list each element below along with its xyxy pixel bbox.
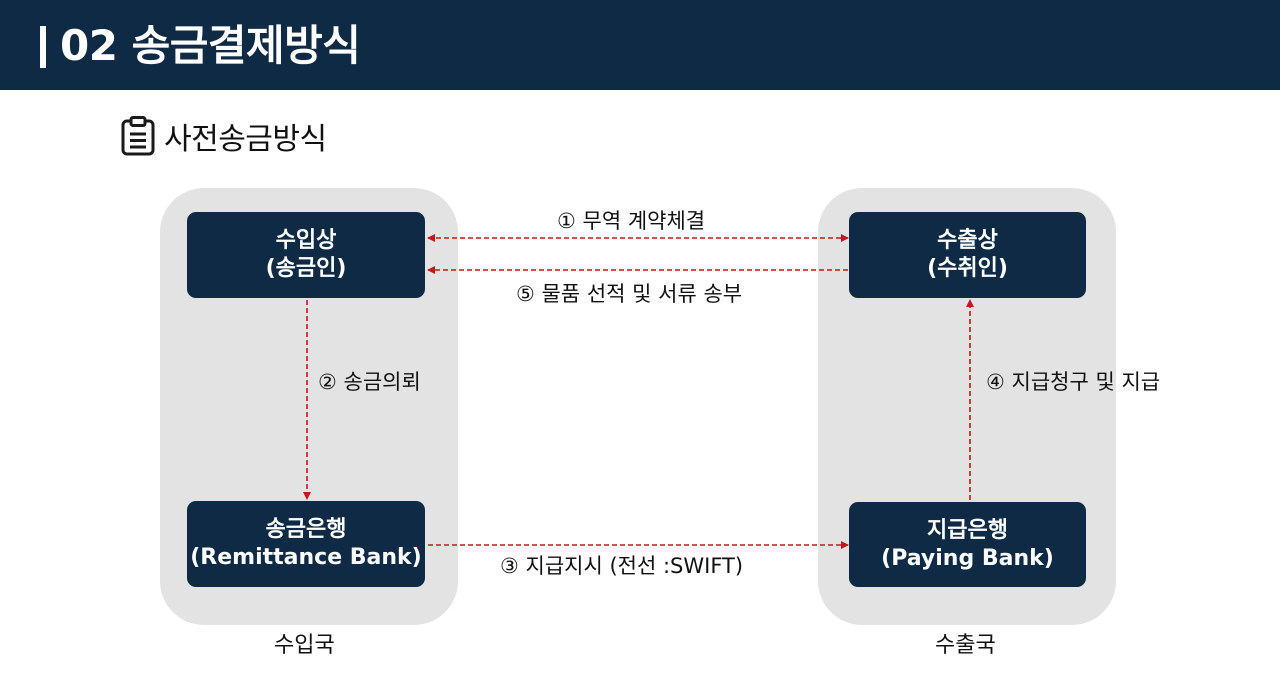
step3-label: ③ 지급지시 (전선 :SWIFT): [500, 554, 744, 578]
exporter-node: 수출상 (수취인): [849, 212, 1086, 298]
paying-bank-title: 지급은행: [927, 517, 1008, 543]
importer-subtitle: (송금인): [265, 256, 347, 281]
step5-label: ⑤ 물품 선적 및 서류 송부: [516, 282, 743, 306]
step2-label: ② 송금의뢰: [318, 370, 421, 394]
page-title: 02 송금결제방식: [60, 21, 361, 70]
importer-country-label: 수입국: [274, 633, 335, 658]
remitting-bank-title: 송금은행: [265, 517, 347, 542]
paying-bank-node: 지급은행 (Paying Bank): [849, 502, 1086, 587]
remitting-bank-subtitle: (Remittance Bank): [190, 545, 422, 570]
importer-node: 수입상 (송금인): [187, 212, 425, 298]
section-title: 사전송금방식: [164, 122, 327, 157]
step4-label: ④ 지급청구 및 지급: [986, 370, 1161, 394]
header: 02 송금결제방식: [0, 0, 1280, 90]
clipboard-icon: [121, 116, 155, 156]
section-heading: 사전송금방식: [120, 114, 327, 158]
exporter-subtitle: (수취인): [927, 256, 1008, 281]
importer-title: 수입상: [275, 228, 337, 253]
exporter-country-label: 수출국: [935, 633, 996, 658]
step1-label: ① 무역 계약체결: [557, 209, 706, 233]
header-accent-bar: [40, 26, 46, 68]
exporter-title: 수출상: [937, 228, 998, 253]
paying-bank-subtitle: (Paying Bank): [881, 545, 1054, 571]
remitting-bank-node: 송금은행 (Remittance Bank): [187, 501, 425, 587]
